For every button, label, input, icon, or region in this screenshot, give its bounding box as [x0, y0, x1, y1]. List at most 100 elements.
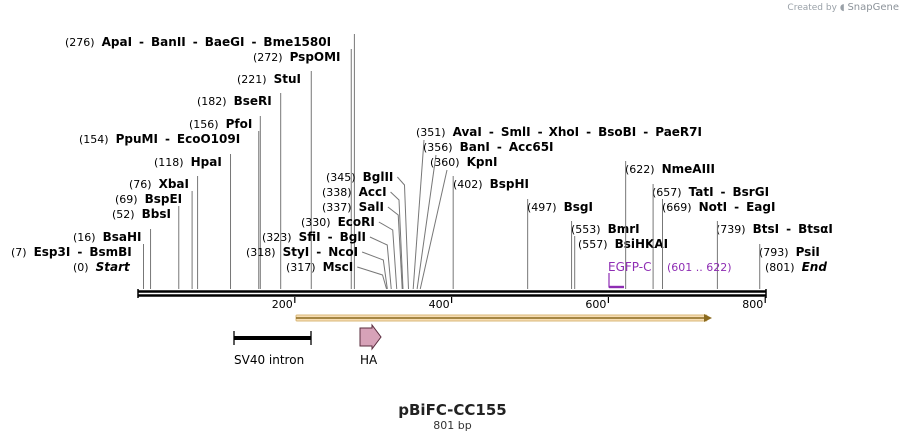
map-length: 801 bp: [433, 419, 472, 432]
site-leader-line: [390, 191, 404, 290]
feature-egfp-c[interactable]: EGFP-C (601 .. 622): [608, 260, 732, 289]
site-separator: -: [586, 125, 591, 139]
site-enzyme-name: BsiHKAI: [615, 237, 669, 251]
site-enzyme-name: BsoBI: [598, 125, 636, 139]
site-position: (801): [765, 261, 795, 274]
site-enzyme-name: Esp3I: [34, 245, 71, 259]
site-leader-line: [416, 154, 437, 290]
site-enzyme-name: BtsI: [753, 222, 780, 236]
site-label[interactable]: (557) BsiHKAI: [578, 237, 668, 251]
site-label[interactable]: (52)BbsI: [112, 207, 171, 221]
site-label[interactable]: (360)KpnI: [430, 155, 498, 169]
site-position: (272): [253, 51, 283, 64]
site-label[interactable]: (351)AvaI-SmlI-XhoI-BsoBI-PaeR7I: [416, 125, 702, 139]
site-label[interactable]: (154)PpuMI-EcoO109I: [79, 132, 240, 146]
site-label[interactable]: (553) BmrI: [571, 222, 640, 236]
site-position: (76): [129, 178, 152, 191]
site-position: (69): [115, 193, 138, 206]
site-position: (557): [578, 238, 608, 251]
site-label[interactable]: (497)BsgI: [527, 200, 593, 214]
site-enzyme-name: SalI: [359, 200, 384, 214]
site-enzyme-name: EcoO109I: [177, 132, 240, 146]
site-position: (657): [652, 186, 682, 199]
site-enzyme-name: Acc65I: [509, 140, 554, 154]
site-label[interactable]: (323)SfiI-BglI: [262, 230, 366, 244]
watermark-prefix: Created by: [787, 3, 837, 13]
site-label[interactable]: (338)AccI: [322, 185, 387, 199]
site-label[interactable]: (221)StuI: [237, 72, 301, 86]
site-label[interactable]: (76)XbaI: [129, 177, 189, 191]
site-label[interactable]: (182) BseRI: [197, 94, 272, 108]
ha-arrow-icon: [359, 323, 382, 351]
ha-label: HA: [360, 353, 378, 367]
site-label[interactable]: (330) EcoRI: [301, 215, 375, 229]
site-separator: -: [734, 200, 739, 214]
site-enzyme-name: BmrI: [608, 222, 640, 236]
site-position: (318): [246, 246, 276, 259]
site-position: (553): [571, 223, 601, 236]
site-label[interactable]: (622) NmeAIII: [625, 162, 715, 176]
feature-sv40-intron[interactable]: SV40 intron: [233, 331, 312, 367]
site-enzyme-name: AvaI: [453, 125, 482, 139]
site-label[interactable]: (669)NotI-EagI: [662, 200, 775, 214]
site-separator: -: [316, 245, 321, 259]
egfp-c-name: EGFP-C: [608, 260, 651, 274]
site-label[interactable]: (16)BsaHI: [73, 230, 142, 244]
site-label[interactable]: (276)ApaI-BanII-BaeGI-Bme1580I: [65, 35, 331, 49]
site-label[interactable]: (156)PfoI: [189, 117, 252, 131]
site-enzyme-name: BseRI: [234, 94, 272, 108]
site-enzyme-name: MscI: [323, 260, 354, 274]
site-label[interactable]: (7)Esp3I-BsmBI: [11, 245, 132, 259]
site-label[interactable]: (272)PspOMI: [253, 50, 341, 64]
snapgene-watermark: Created by ◖ SnapGene: [787, 2, 899, 13]
site-label[interactable]: (739)BtsI-BtsαI: [716, 222, 833, 236]
site-position: (52): [112, 208, 135, 221]
site-enzyme-name: NmeAIII: [662, 162, 715, 176]
site-leader-line: [378, 221, 398, 290]
site-label[interactable]: (69) BspEI: [115, 192, 182, 206]
site-enzyme-name: ApaI: [102, 35, 132, 49]
site-position: (356): [423, 141, 453, 154]
site-leader-line: [397, 176, 409, 290]
site-position: (330): [301, 216, 331, 229]
site-label[interactable]: (0)Start: [73, 260, 131, 274]
site-enzyme-name: PsiI: [796, 245, 820, 259]
restriction-sites: (0)Start(7)Esp3I-BsmBI(16)BsaHI(52)BbsI(…: [11, 34, 833, 290]
site-position: (0): [73, 261, 89, 274]
site-label[interactable]: (318)StyI-NcoI: [246, 245, 358, 259]
site-position: (182): [197, 95, 227, 108]
site-enzyme-name: SfiI: [299, 230, 321, 244]
egfp-c-range: (601 .. 622): [667, 261, 732, 274]
site-position: (338): [322, 186, 352, 199]
site-enzyme-name: BtsαI: [798, 222, 833, 236]
orf-arrow[interactable]: [295, 314, 712, 322]
site-label[interactable]: (793)PsiI: [759, 245, 820, 259]
site-separator: -: [643, 125, 648, 139]
site-position: (360): [430, 156, 460, 169]
site-label[interactable]: (317)MscI: [286, 260, 353, 274]
site-leader-line: [419, 169, 448, 290]
site-enzyme-name: BspEI: [145, 192, 183, 206]
site-leader-line: [361, 251, 388, 290]
site-leader-line: [357, 266, 388, 290]
site-position: (622): [625, 163, 655, 176]
site-enzyme-name: NotI: [699, 200, 728, 214]
watermark-brand: SnapGene: [847, 2, 899, 13]
sv40-intron-label: SV40 intron: [234, 353, 304, 367]
site-position: (402): [453, 178, 483, 191]
site-enzyme-name: PaeR7I: [655, 125, 702, 139]
site-label[interactable]: (801)End: [765, 260, 827, 274]
site-label[interactable]: (337)SalI: [322, 200, 384, 214]
site-separator: -: [251, 35, 256, 49]
site-enzyme-name: Bme1580I: [263, 35, 331, 49]
site-label[interactable]: (657)TatI-BsrGI: [652, 185, 769, 199]
site-label[interactable]: (118)HpaI: [154, 155, 222, 169]
site-label[interactable]: (345)BglII: [326, 170, 393, 184]
site-label[interactable]: (356)BanI-Acc65I: [423, 140, 554, 154]
site-label[interactable]: (402)BspHI: [453, 177, 529, 191]
site-separator: -: [786, 222, 791, 236]
site-position: (156): [189, 118, 219, 131]
site-enzyme-name: EcoRI: [338, 215, 375, 229]
feature-ha[interactable]: HA: [359, 323, 382, 367]
